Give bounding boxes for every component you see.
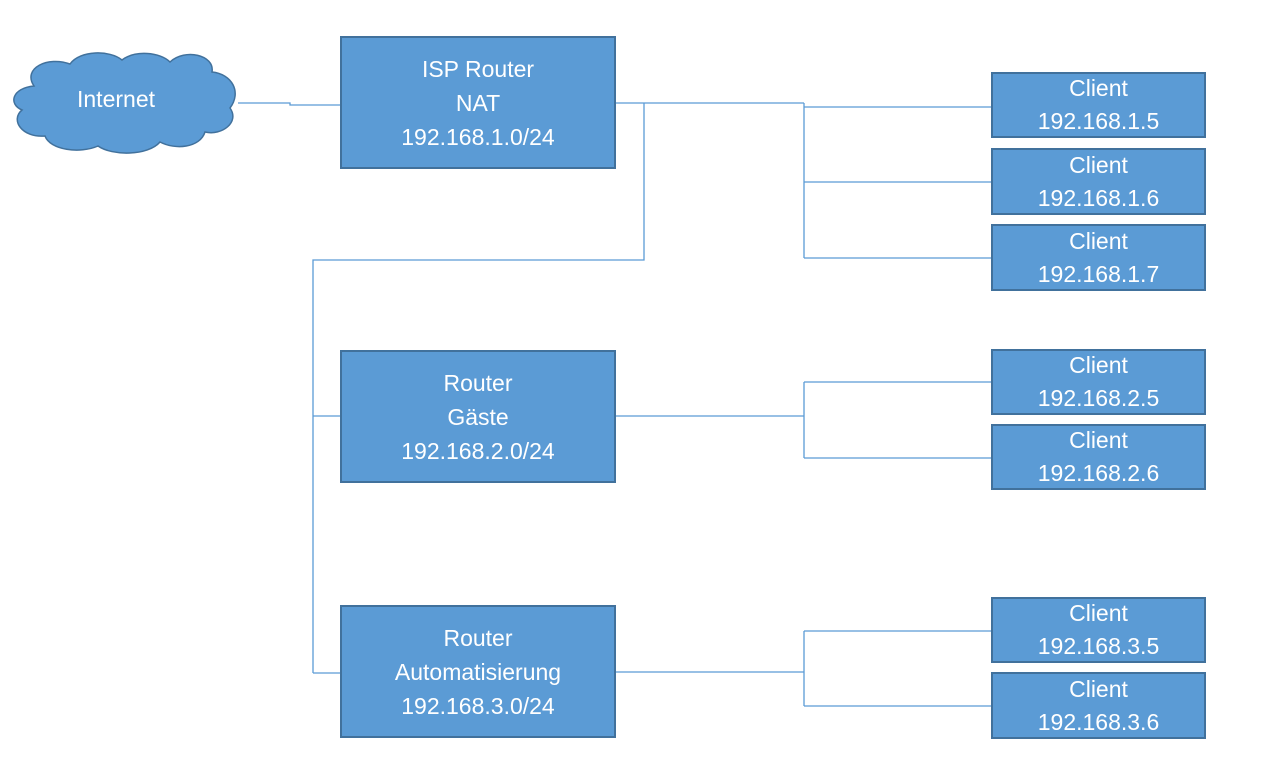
router-automatisierung[interactable]: Router Automatisierung 192.168.3.0/24	[340, 605, 616, 738]
cloud-icon	[13, 52, 236, 154]
client-ip: 192.168.1.6	[1037, 184, 1160, 211]
client-ip: 192.168.1.7	[1037, 260, 1160, 287]
client-box[interactable]: Client 192.168.3.6	[991, 672, 1206, 739]
client-label: Client	[1069, 600, 1128, 626]
client-ip: 192.168.3.6	[1037, 708, 1160, 735]
client-box[interactable]: Client 192.168.1.7	[991, 224, 1206, 291]
client-label: Client	[1069, 675, 1128, 702]
router-subnet: 192.168.2.0/24	[401, 437, 555, 464]
client-box[interactable]: Client 192.168.1.5	[991, 72, 1206, 138]
client-label: Client	[1069, 427, 1128, 453]
router-role: NAT	[455, 89, 501, 116]
router-gaeste[interactable]: Router Gäste 192.168.2.0/24	[340, 350, 616, 483]
internet-label: Internet	[77, 86, 155, 112]
router-subnet: 192.168.1.0/24	[401, 123, 555, 150]
client-box[interactable]: Client 192.168.1.6	[991, 148, 1206, 215]
router-subnet: 192.168.3.0/24	[401, 692, 555, 719]
client-box[interactable]: Client 192.168.3.5	[991, 597, 1206, 663]
client-ip: 192.168.2.6	[1037, 460, 1160, 486]
client-label: Client	[1069, 151, 1128, 178]
isp-to-subrouters-line	[312, 103, 645, 673]
client-ip: 192.168.3.5	[1037, 633, 1160, 659]
client-box[interactable]: Client 192.168.2.5	[991, 349, 1206, 415]
router-isp[interactable]: ISP Router NAT 192.168.1.0/24	[340, 36, 616, 169]
router-name: ISP Router	[421, 55, 535, 82]
client-ip: 192.168.1.5	[1037, 108, 1160, 134]
internet-to-isp-line	[238, 102, 340, 106]
connection-lines	[238, 102, 992, 707]
client-label: Client	[1069, 75, 1128, 101]
client-label: Client	[1069, 352, 1128, 378]
router-name: Router	[443, 369, 513, 396]
client-ip: 192.168.2.5	[1037, 385, 1160, 411]
client-label: Client	[1069, 227, 1128, 254]
client-box[interactable]: Client 192.168.2.6	[991, 424, 1206, 490]
router-role: Automatisierung	[394, 658, 562, 685]
router-role: Gäste	[447, 403, 509, 430]
router-name: Router	[443, 624, 513, 651]
